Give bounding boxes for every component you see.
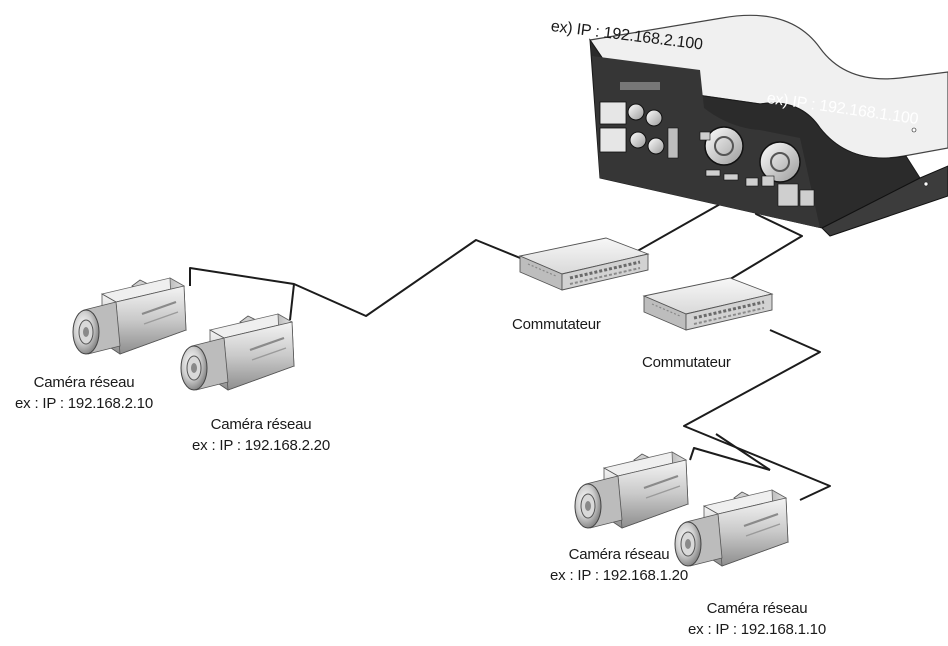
fan-icon: [759, 141, 801, 183]
camera-3-label: Caméra réseau ex : IP : 192.168.1.20: [534, 544, 704, 586]
camera-3-name: Caméra réseau: [568, 546, 670, 563]
camera-4-label: Caméra réseau ex : IP : 192.168.1.10: [672, 598, 842, 640]
camera-2-ip: ex : IP : 192.168.2.20: [192, 437, 330, 454]
camera-3: [573, 450, 690, 530]
cable-switch1-cam-group1: [189, 239, 531, 317]
cable-branch-cam3: [689, 447, 771, 471]
switch-2: [642, 276, 774, 332]
switch-1-label: Commutateur: [512, 316, 601, 333]
fan-icon: [629, 131, 647, 149]
camera-1: [71, 276, 188, 356]
fan-icon: [704, 126, 744, 166]
fan-icon: [645, 109, 663, 127]
switch-1: [518, 236, 650, 292]
nvr-unit: [588, 14, 948, 237]
cable-branch-cam2: [289, 283, 295, 321]
rear-ports: [699, 127, 929, 207]
cable-switch2-cam-group2: [683, 329, 831, 501]
camera-1-ip: ex : IP : 192.168.2.10: [15, 395, 153, 412]
camera-4-ip: ex : IP : 192.168.1.10: [688, 621, 826, 638]
camera-2: [179, 312, 296, 392]
cable-junction: [715, 433, 771, 471]
camera-3-ip: ex : IP : 192.168.1.20: [550, 567, 688, 584]
switch-2-label: Commutateur: [642, 354, 731, 371]
fan-icon: [627, 103, 645, 121]
camera-1-name: Caméra réseau: [33, 374, 135, 391]
fan-icon: [647, 137, 665, 155]
camera-2-name: Caméra réseau: [210, 416, 312, 433]
camera-4-name: Caméra réseau: [706, 600, 808, 617]
camera-1-label: Caméra réseau ex : IP : 192.168.2.10: [4, 372, 164, 414]
camera-2-label: Caméra réseau ex : IP : 192.168.2.20: [176, 414, 346, 456]
power-supply-modules: [599, 82, 679, 159]
